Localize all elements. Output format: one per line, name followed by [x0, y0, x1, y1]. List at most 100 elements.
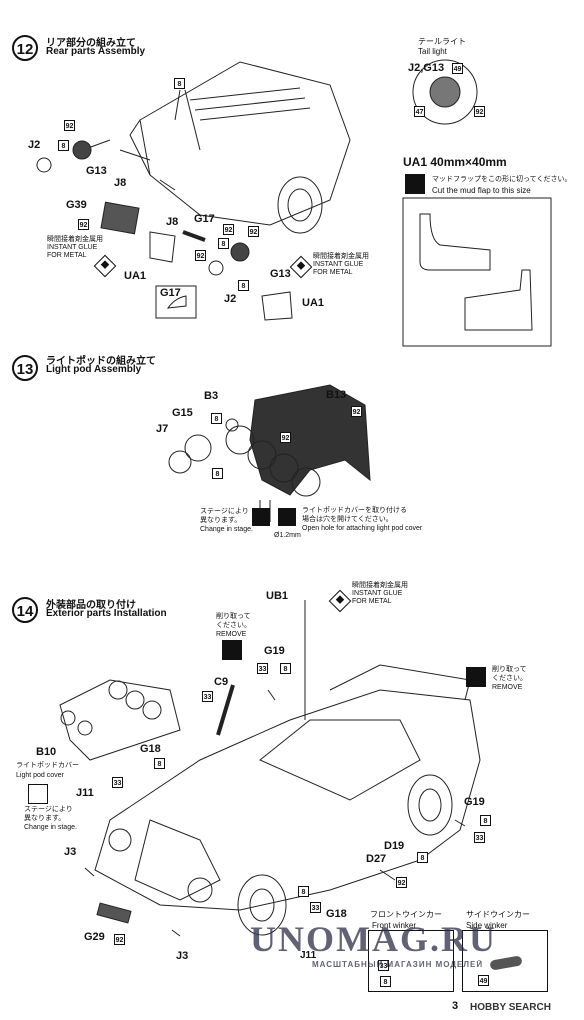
stage-en: Change in stage. [24, 824, 77, 831]
remove-jp1: 削り取って [216, 613, 251, 620]
stage-arrow-icon [252, 508, 270, 526]
hole-en: Open hole for attaching light pod cover [302, 525, 423, 532]
s14-num-33-f: 33 [378, 960, 389, 971]
step13-num-92-a: 92 [351, 406, 362, 417]
part-g39: G39 [66, 199, 87, 211]
s14-num-33-d: 33 [310, 902, 321, 913]
hole-jp1: ライトポッドカバーを取り付ける [302, 507, 407, 514]
part-c9: C9 [214, 676, 229, 688]
part-g19-b: G19 [464, 796, 485, 808]
drill-size: Ø1.2mm [274, 532, 301, 539]
step-14-title-jp: 外装部品の取り付け [46, 600, 136, 611]
part-g18-a: G18 [140, 743, 161, 755]
step-13-title-jp: ライトポッドの組み立て [46, 356, 156, 367]
stage-jp1: ステージにより [24, 806, 73, 813]
s14-num-92-b: 92 [396, 877, 407, 888]
drill-icon [278, 508, 296, 526]
hobby-search-logo: HOBBY SEARCH [470, 1002, 551, 1013]
s14-num-8-e: 8 [480, 815, 491, 826]
part-d27: D27 [366, 853, 387, 865]
num-92-e: 92 [248, 226, 259, 237]
s14-num-8-b: 8 [154, 758, 165, 769]
part-j3-a: J3 [64, 846, 77, 858]
front-winker-jp: フロントウインカー [370, 910, 442, 919]
glue-en2: FOR METAL [313, 269, 353, 276]
taillight-title-en: Tail light [418, 47, 447, 56]
s14-num-8-f: 8 [380, 976, 391, 987]
part-g29: G29 [84, 931, 105, 943]
glue-jp: 瞬間接着剤金属用 [47, 236, 103, 243]
s14-num-8-d: 8 [417, 852, 428, 863]
part-j3-b: J3 [176, 950, 189, 962]
remove2-en: REMOVE [492, 684, 523, 691]
part-g13-b: G13 [270, 268, 291, 280]
glue-note-12-right: 瞬間接着剤金属用 INSTANT GLUE FOR METAL [313, 253, 369, 277]
winker-box-side [462, 930, 548, 992]
glue-note-12-left: 瞬間接着剤金属用 INSTANT GLUE FOR METAL [47, 236, 103, 260]
taillight-num-92: 92 [474, 106, 485, 117]
s14-stage-note: ステージにより 異なります。 Change in stage. [24, 805, 77, 832]
part-g15: G15 [172, 407, 193, 419]
num-92-c: 92 [223, 224, 234, 235]
step13-num-92-b: 92 [280, 432, 291, 443]
step-14-title-en: Exterior parts Installation [46, 608, 167, 619]
b10-jp: ライトポッドカバー [16, 762, 79, 769]
s14-num-8-a: 8 [280, 663, 291, 674]
ua1-note-en: Cut the mud flap to this size [432, 186, 531, 195]
step-12-number: 12 [12, 35, 38, 61]
part-ua1-a: UA1 [124, 270, 147, 282]
part-g17: G17 [194, 213, 215, 225]
part-j11-b: J11 [300, 950, 317, 961]
glue-jp: 瞬間接着剤金属用 [352, 582, 408, 589]
glue-en1: INSTANT GLUE [313, 261, 364, 268]
s14-num-8-c: 8 [298, 886, 309, 897]
winker-box-front [368, 930, 454, 992]
part-ub1: UB1 [266, 590, 289, 602]
side-winker-jp: サイドウインカー [466, 910, 530, 919]
s14-num-49: 49 [478, 975, 489, 986]
page-number: 3 [452, 1000, 459, 1012]
cut-icon [405, 174, 425, 194]
step-13-title-en: Light pod Assembly [46, 364, 142, 375]
step13-stage-jp: ステージにより 異なります。 Change in stage. [200, 507, 253, 534]
remove-note-2: 削り取って ください。 REMOVE [492, 665, 527, 692]
part-b10: B10 [36, 746, 57, 758]
glue-en1: INSTANT GLUE [352, 590, 403, 597]
step-12-title-jp: リア部分の組み立て [46, 38, 136, 49]
part-ua1-b: UA1 [302, 297, 325, 309]
watermark-main: UNOMAG.RU [250, 919, 497, 959]
remove2-jp1: 削り取って [492, 666, 527, 673]
remove-icon-1 [222, 640, 242, 660]
step-14-number: 14 [12, 597, 38, 623]
num-8-c: 8 [238, 280, 249, 291]
step13-num-8-b: 8 [212, 468, 223, 479]
num-92-a: 92 [64, 120, 75, 131]
glue-en2: FOR METAL [47, 252, 87, 259]
stage-jp2: 異なります。 [24, 815, 66, 822]
taillight-num-47: 47 [414, 106, 425, 117]
num-92-b: 92 [78, 219, 89, 230]
remove-icon-2 [466, 667, 486, 687]
s14-num-33-b: 33 [202, 691, 213, 702]
glue-note-14: 瞬間接着剤金属用 INSTANT GLUE FOR METAL [352, 582, 408, 606]
part-j8-a: J8 [114, 177, 127, 189]
glue-en1: INSTANT GLUE [47, 244, 98, 251]
part-b3: B3 [204, 390, 219, 402]
num-8-top: 8 [174, 78, 185, 89]
part-b13: B13 [326, 389, 347, 401]
part-g18-b: G18 [326, 908, 347, 920]
stage-en: Change in stage. [200, 526, 253, 533]
remove2-jp2: ください。 [492, 675, 527, 682]
part-j7: J7 [156, 423, 169, 435]
side-winker-en: Side winker [466, 921, 508, 930]
part-j11: J11 [76, 787, 94, 799]
remove-en: REMOVE [216, 631, 247, 638]
front-winker-en: Front winker [372, 921, 417, 930]
part-j2-a: J2 [28, 139, 41, 151]
s14-num-33-a: 33 [257, 663, 268, 674]
stage-jp1: ステージにより [200, 508, 249, 515]
hole-jp2: 場合は穴を開けてください。 [302, 516, 393, 523]
step-13-number: 13 [12, 355, 38, 381]
num-8-a: 8 [58, 140, 69, 151]
step13-num-8-a: 8 [211, 413, 222, 424]
